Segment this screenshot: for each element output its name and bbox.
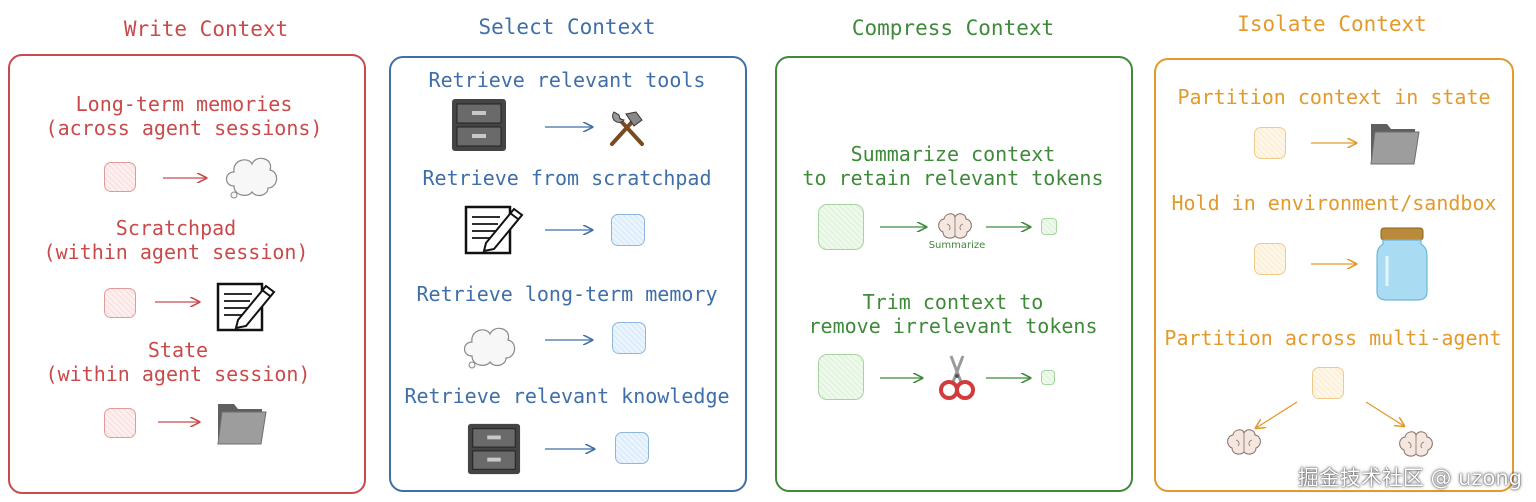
- context-window-box: [615, 432, 649, 464]
- partition-state-label: Partition context in state: [1177, 85, 1491, 109]
- state-line-1: State: [147, 338, 209, 362]
- notepad-pencil-icon: [464, 205, 524, 255]
- cloud-icon: [463, 327, 516, 369]
- context-window-box: [1041, 370, 1055, 385]
- write-context-panel: [8, 54, 366, 494]
- file-cabinet-icon: [452, 99, 506, 151]
- compress-context-title: Compress Context: [851, 16, 1055, 40]
- context-window-box: [1254, 243, 1286, 275]
- brain-icon: [1399, 431, 1433, 457]
- context-window-box: [104, 408, 136, 438]
- trim-line-2: remove irrelevant tokens: [808, 314, 1098, 338]
- context-window-box: [818, 354, 864, 400]
- isolate-arrow-3: [1256, 401, 1298, 428]
- context-window-box: [611, 214, 645, 246]
- summarize-line-2: to retain relevant tokens: [802, 166, 1104, 190]
- context-window-box: [1254, 127, 1286, 159]
- isolate-context-title: Isolate Context: [1237, 12, 1427, 36]
- context-window-box: [1041, 218, 1057, 235]
- scissors-icon: [939, 355, 975, 400]
- long-term-line-2: (across agent sessions): [45, 116, 323, 140]
- jar-icon: [1376, 227, 1428, 301]
- folder-icon: [1370, 124, 1420, 165]
- retrieve-scratchpad-label: Retrieve from scratchpad: [422, 166, 712, 190]
- write-context-title: Write Context: [123, 17, 289, 41]
- partition-multi-agent-label: Partition across multi-agent: [1164, 326, 1502, 350]
- summarize-caption: Summarize: [928, 240, 986, 251]
- isolate-context-panel: [1154, 58, 1514, 492]
- state-label: State (within agent session): [46, 338, 311, 386]
- trim-context-label: Trim context to remove irrelevant tokens: [809, 290, 1098, 338]
- context-window-box: [104, 288, 136, 318]
- scratchpad-line-1: Scratchpad: [115, 216, 237, 240]
- compress-context-panel: [775, 56, 1133, 492]
- long-term-memories-label: Long-term memories (across agent session…: [46, 92, 323, 140]
- scratchpad-label: Scratchpad (within agent session): [44, 216, 309, 264]
- brain-icon: [1227, 429, 1261, 455]
- context-window-box: [104, 162, 136, 192]
- watermark: 掘金技术社区 @ uzong: [1297, 466, 1522, 490]
- isolate-arrow-4: [1365, 401, 1404, 426]
- retrieve-knowledge-label: Retrieve relevant knowledge: [404, 384, 730, 408]
- state-line-2: (within agent session): [45, 362, 311, 386]
- select-context-title: Select Context: [478, 15, 656, 39]
- summarize-context-label: Summarize context to retain relevant tok…: [802, 142, 1103, 190]
- context-window-box: [818, 204, 864, 250]
- hold-sandbox-label: Hold in environment/sandbox: [1171, 191, 1497, 215]
- retrieve-tools-label: Retrieve relevant tools: [428, 68, 706, 92]
- cloud-icon: [225, 157, 278, 199]
- scratchpad-line-2: (within agent session): [43, 240, 309, 264]
- trim-line-1: Trim context to: [862, 290, 1044, 314]
- summarize-line-1: Summarize context: [850, 142, 1056, 166]
- long-term-line-1: Long-term memories: [75, 92, 293, 116]
- select-context-panel: [389, 56, 747, 492]
- retrieve-memory-label: Retrieve long-term memory: [416, 282, 718, 306]
- folder-icon: [217, 404, 267, 445]
- tools-icon: [610, 111, 644, 146]
- context-window-box: [612, 322, 646, 354]
- brain-icon: [938, 213, 972, 239]
- context-window-box: [1312, 367, 1344, 399]
- file-cabinet-icon: [467, 423, 521, 475]
- notepad-pencil-icon: [216, 282, 276, 332]
